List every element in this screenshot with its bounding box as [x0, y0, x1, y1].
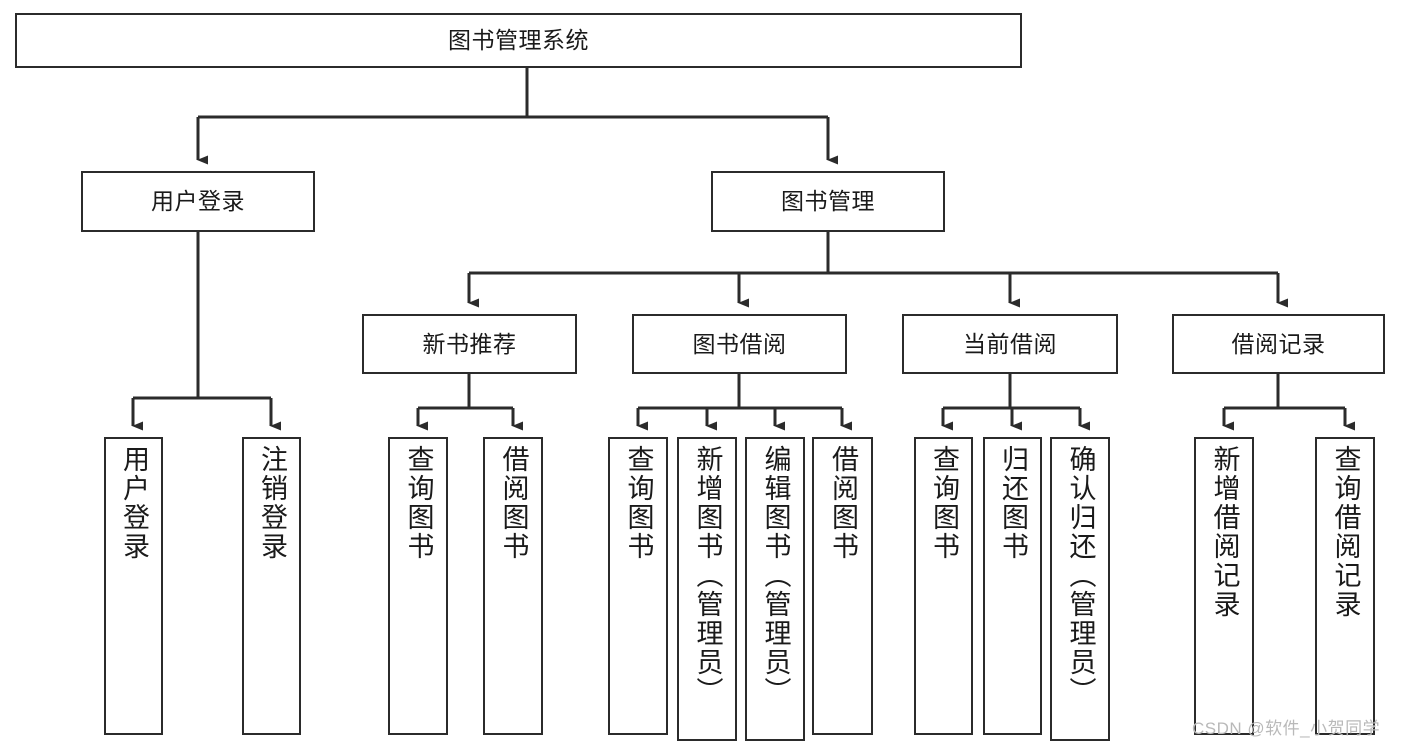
leaf-borrow-book-1[interactable]: 借阅图书 [483, 437, 543, 735]
leaf-query-book-3[interactable]: 查询图书 [914, 437, 973, 735]
node-new-book-rec-label: 新书推荐 [422, 330, 517, 357]
leaf-borrow-book-1-label: 借阅图书 [498, 445, 529, 561]
leaf-add-record-label: 新增借阅记录 [1209, 445, 1240, 619]
node-user-login[interactable]: 用户登录 [81, 171, 315, 232]
node-root[interactable]: 图书管理系统 [15, 13, 1022, 68]
node-new-book-rec[interactable]: 新书推荐 [362, 314, 577, 374]
leaf-query-book-1-label: 查询图书 [403, 445, 434, 561]
leaf-edit-book-label: 编辑图书（管理员） [760, 445, 791, 706]
leaf-logout[interactable]: 注销登录 [242, 437, 301, 735]
node-book-manage[interactable]: 图书管理 [711, 171, 945, 232]
leaf-confirm-return-label: 确认归还（管理员） [1065, 445, 1096, 706]
node-root-label: 图书管理系统 [448, 27, 589, 54]
leaf-query-book-2[interactable]: 查询图书 [608, 437, 668, 735]
leaf-add-book[interactable]: 新增图书（管理员） [677, 437, 737, 741]
node-borrow-record[interactable]: 借阅记录 [1172, 314, 1385, 374]
leaf-return-book[interactable]: 归还图书 [983, 437, 1042, 735]
leaf-query-record-label: 查询借阅记录 [1330, 445, 1361, 619]
leaf-user-login-label: 用户登录 [119, 445, 149, 561]
leaf-query-book-1[interactable]: 查询图书 [388, 437, 448, 735]
leaf-add-book-label: 新增图书（管理员） [692, 445, 723, 706]
leaf-edit-book[interactable]: 编辑图书（管理员） [745, 437, 805, 741]
watermark-text: CSDN @软件_小贺同学 [1192, 719, 1381, 738]
leaf-query-record[interactable]: 查询借阅记录 [1315, 437, 1375, 735]
leaf-borrow-book-2-label: 借阅图书 [828, 445, 858, 561]
node-current-borrow-label: 当前借阅 [963, 330, 1057, 357]
node-borrow-record-label: 借阅记录 [1231, 330, 1326, 357]
node-current-borrow[interactable]: 当前借阅 [902, 314, 1118, 374]
leaf-borrow-book-2[interactable]: 借阅图书 [812, 437, 873, 735]
node-user-login-label: 用户登录 [151, 188, 245, 215]
leaf-add-record[interactable]: 新增借阅记录 [1194, 437, 1254, 735]
node-book-manage-label: 图书管理 [781, 188, 875, 215]
node-book-borrow-label: 图书借阅 [692, 330, 787, 357]
leaf-return-book-label: 归还图书 [998, 445, 1028, 561]
leaf-user-login[interactable]: 用户登录 [104, 437, 163, 735]
leaf-query-book-3-label: 查询图书 [929, 445, 959, 561]
node-book-borrow[interactable]: 图书借阅 [632, 314, 847, 374]
leaf-confirm-return[interactable]: 确认归还（管理员） [1050, 437, 1110, 741]
leaf-logout-label: 注销登录 [257, 445, 287, 561]
leaf-query-book-2-label: 查询图书 [623, 445, 654, 561]
